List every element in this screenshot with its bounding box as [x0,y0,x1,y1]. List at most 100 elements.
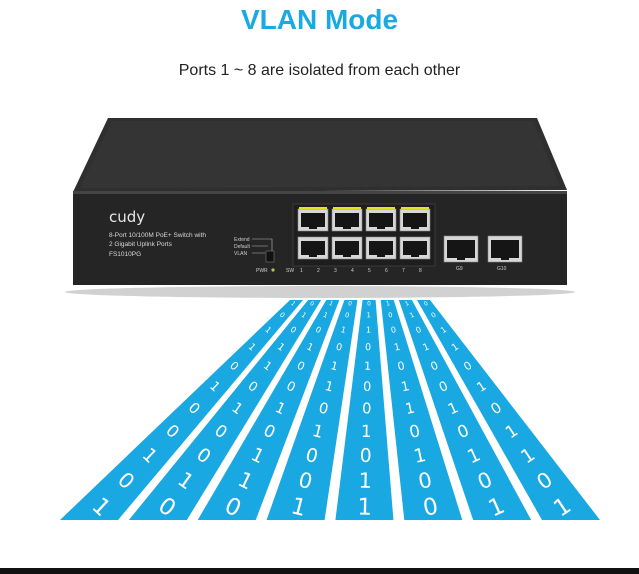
port-label-8: 8 [419,268,422,274]
data-bit: 0 [430,311,438,320]
data-streams: 1011010010101011010010110100101100010110… [60,300,600,523]
uplink-ports [443,235,523,263]
data-bit: 1 [409,311,416,320]
sw-label: SW [286,268,294,274]
pwr-led [271,268,275,272]
data-bit: 0 [390,325,397,335]
port-label-5: 5 [368,268,371,274]
data-bit: 0 [296,468,315,495]
data-bit: 0 [396,359,406,373]
data-bit: 1 [263,325,273,335]
device-description-line2: 2 Gigabit Uplink Ports [109,241,173,248]
data-bit: 1 [246,341,258,353]
pwr-label: PWR [256,268,268,274]
data-bit: 1 [329,359,339,373]
data-stream-2 [128,300,322,520]
data-bit: 0 [308,301,315,308]
ethernet-port [443,235,479,263]
ethernet-port [331,236,363,260]
data-bit: 0 [416,468,434,494]
data-bit: 1 [288,492,309,522]
port-label-2: 2 [317,268,320,274]
data-bit: 0 [407,420,421,442]
ethernet-port [331,207,363,232]
data-bit: 1 [400,379,411,395]
data-bit: 0 [317,399,330,418]
data-bit: 1 [421,341,431,354]
ethernet-port [297,207,329,232]
data-bit: 1 [357,494,372,521]
data-bit: 0 [347,301,352,308]
ethernet-port [487,235,523,263]
data-bit: 1 [404,301,410,308]
data-bit: 1 [393,342,401,354]
data-bit: 1 [275,341,286,353]
uplink-label-g9: G9 [456,266,463,272]
data-bit: 0 [414,325,422,335]
data-bit: 1 [322,311,329,320]
data-bit: 0 [314,325,322,335]
mode-label-vlan: VLAN [234,251,247,257]
data-bit: 1 [358,469,372,493]
port-label-1: 1 [300,268,303,274]
data-bit: 0 [423,301,430,308]
data-bit: 0 [289,325,298,335]
data-bit: 1 [367,311,371,319]
data-bit: 1 [386,301,391,308]
data-bit: 1 [300,311,308,320]
data-bit: 1 [450,341,461,354]
data-bit: 0 [367,301,371,307]
port-labels: 1 2 3 4 5 6 7 8 [300,268,422,274]
data-stream-8 [417,300,600,520]
ethernet-port [297,236,329,260]
data-bit: 0 [388,311,394,320]
data-bit: 1 [323,379,335,396]
data-bit: 0 [278,311,287,320]
ethernet-port [365,236,397,260]
data-bit: 1 [305,341,315,354]
data-bit: 0 [360,446,372,467]
data-bit: 1 [364,360,371,373]
data-bit: 1 [439,325,448,335]
mode-label-default: Default [234,244,250,250]
bottom-border [0,568,639,574]
port-label-6: 6 [385,268,388,274]
ethernet-ports [297,207,431,260]
data-bit: 1 [361,421,372,441]
data-bit: 0 [335,342,344,354]
ethernet-port [399,207,431,232]
data-stream-5 [335,300,394,520]
ethernet-port [399,236,431,260]
device-model: FS1010PG [109,251,141,258]
data-bit: 1 [404,400,417,419]
port-label-4: 4 [351,268,354,274]
brand-logo: cudy [109,208,145,226]
data-bit: 0 [365,342,371,353]
data-bit: 1 [310,420,325,442]
data-bit: 1 [289,301,296,308]
data-bit: 1 [366,326,371,335]
ethernet-port [365,207,397,232]
device-description-line1: 8-Port 10/100M PoE+ Switch with [109,232,206,239]
data-bit: 0 [303,445,320,468]
data-bit: 0 [362,400,372,417]
data-stream-1 [60,300,303,520]
mode-switch[interactable] [265,250,275,263]
page-subtitle: Ports 1 ~ 8 are isolated from each other [178,62,461,79]
data-bit: 1 [340,325,347,335]
data-bit: 0 [421,492,441,521]
data-bit: 0 [363,380,372,395]
port-label-7: 7 [402,268,405,274]
data-stream-3 [197,300,340,520]
data-stream-7 [398,300,532,520]
data-bit: 1 [412,445,428,468]
data-bit: 0 [344,311,350,320]
data-bit: 1 [328,301,334,308]
data-stream-6 [380,300,463,520]
data-stream-4 [266,300,358,520]
data-bit: 0 [429,359,441,374]
port-label-3: 3 [334,268,337,274]
page-title: VLAN Mode [240,4,399,35]
uplink-label-g10: G10 [497,266,507,272]
